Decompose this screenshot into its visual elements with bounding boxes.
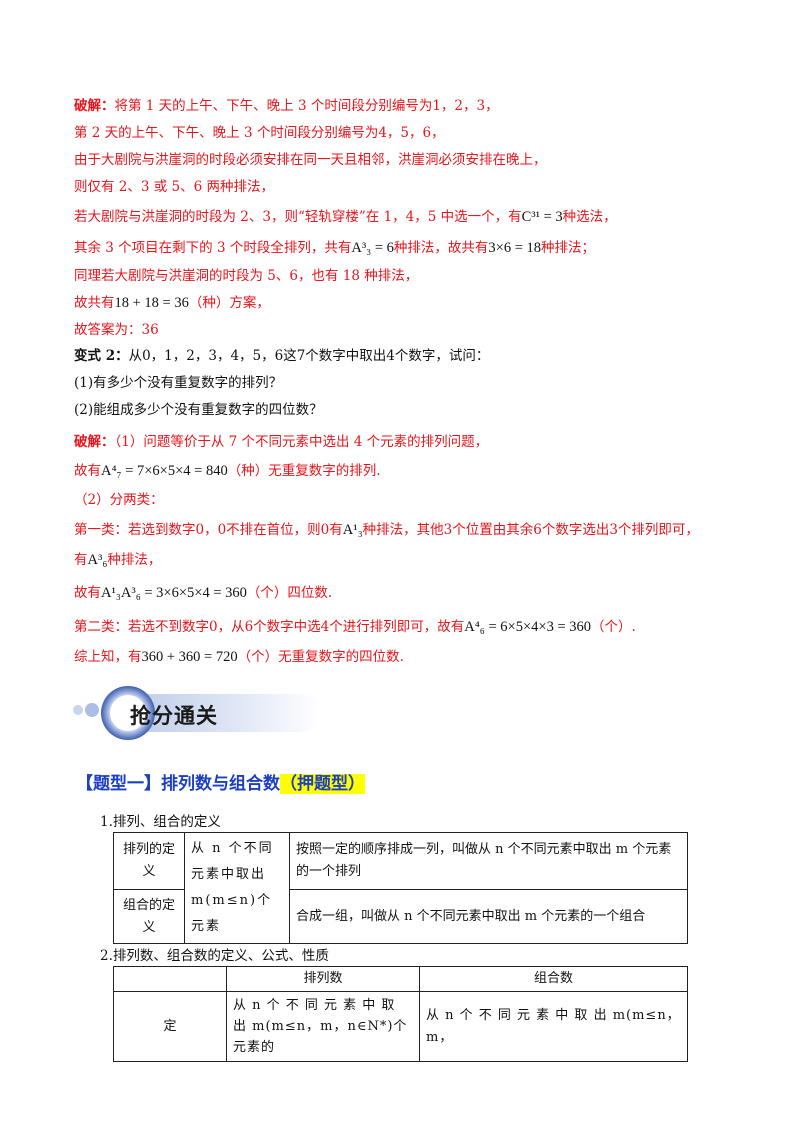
solution1-line2: 第 2 天的上午、下午、晚上 3 个时间段分别编号为4，5，6， (74, 125, 445, 141)
solution1-line5: 若大剧院与洪崖洞的时段为 2、3，则“轻轨穿楼”在 1，4，5 中选一个，有C³… (74, 209, 617, 225)
formula: 18 + 18 = 36 (114, 295, 189, 311)
solution1-line6: 其余 3 个项目在剩下的 3 个时段全排列，共有A³₃ = 6种排法，故共有3×… (74, 240, 596, 256)
solution-label: 破解： (74, 98, 115, 114)
formula-table: 排列数 组合数 定 从 n 个 不 同 元 素 中 取 出 m(m≤n，m，n∈… (113, 966, 688, 1062)
solution2-line1: 破解：（1）问题等价于从 7 个不同元素中选出 4 个元素的排列问题， (74, 434, 489, 450)
table-cell: 定 (113, 991, 227, 1062)
variant2-line: 变式 2：从0，1，2，3，4，5，6这7个数字中取出4个数字，试问： (74, 348, 490, 364)
solution2-line7: 第二类：若选不到数字0，从6个数字中选4个进行排列即可，故有A⁴₆ = 6×5×… (74, 619, 636, 635)
solution1-line3: 由于大剧院与洪崖洞的时段必须安排在同一天且相邻，洪崖洞必须安排在晚上， (74, 152, 547, 168)
highlight-tag: （押题型） (280, 774, 365, 794)
formula: A³₃ = 6 (351, 240, 394, 256)
formula: A¹₃ (342, 522, 363, 538)
table-cell: 按照一定的顺序排成一列，叫做从 n 个不同元素中取出 m 个元素的一个排列 (289, 831, 688, 891)
solution-label: 破解： (74, 434, 115, 450)
formula: A³₆ (87, 552, 108, 568)
solution1-line4: 则仅有 2、3 或 5、6 两种排法， (74, 179, 275, 195)
solution1-answer: 故答案为：36 (74, 322, 159, 338)
table-row: 排列数 组合数 (113, 966, 688, 992)
table-cell (113, 966, 227, 992)
table-row: 组合的定义 合成一组，叫做从 n 个不同元素中取出 m 个元素的一个组合 (113, 889, 688, 944)
table-cell: 合成一组，叫做从 n 个不同元素中取出 m 个元素的一个组合 (289, 889, 688, 944)
solution2-line6: 故有A¹₃A³₆ = 3×6×5×4 = 360（个）四位数. (74, 585, 333, 601)
solution1-line1: 破解：将第 1 天的上午、下午、晚上 3 个时间段分别编号为1，2，3， (74, 98, 499, 114)
solution1-line7: 同理若大剧院与洪崖洞的时段为 5、6，也有 18 种排法， (74, 268, 419, 284)
section-title: 【题型一】排列数与组合数（押题型） (76, 774, 365, 794)
table-cell: 从 n 个 不 同 元 素 中 取 出 m(m≤n，m，n∈N*)个元素的 (226, 991, 420, 1062)
table-cell: 组合数 (419, 966, 688, 992)
table1-caption: 1.排列、组合的定义 (100, 814, 221, 830)
formula: A⁴₆ = 6×5×4×3 = 360 (464, 619, 592, 635)
definition-table: 排列的定义 从 n 个不同元素中取出 m(m≤n)个元素 按照一定的顺序排成一列… (113, 831, 688, 944)
solution2-line2: 故有A⁴₇ = 7×6×5×4 = 840（种）无重复数字的排列. (74, 463, 381, 479)
table-row: 排列的定义 从 n 个不同元素中取出 m(m≤n)个元素 按照一定的顺序排成一列… (113, 831, 688, 944)
banner-title: 抢分通关 (130, 704, 218, 728)
formula: A⁴₇ = 7×6×5×4 = 840 (101, 463, 228, 479)
solution1-line8: 故共有18 + 18 = 36（种）方案， (74, 295, 270, 311)
solution2-line4: 第一类：若选到数字0，0不排在首位，则0有A¹₃种排法，其他3个位置由其余6个数… (74, 522, 699, 538)
variant-label: 变式 2： (74, 348, 129, 364)
variant2-question1: (1)有多少个没有重复数字的排列？ (74, 375, 283, 391)
table-cell: 排列数 (226, 966, 420, 992)
table2-caption: 2.排列数、组合数的定义、公式、性质 (100, 948, 329, 964)
formula: 3×6 = 18 (488, 240, 542, 256)
table-row: 定 从 n 个 不 同 元 素 中 取 出 m(m≤n，m，n∈N*)个元素的 … (113, 991, 688, 1062)
solution2-line5: 有A³₆种排法， (74, 552, 162, 568)
formula: A¹₃A³₆ = 3×6×5×4 = 360 (101, 585, 247, 601)
table-cell: 从 n 个不同元素中取出 m(m≤n)个元素 (184, 832, 290, 944)
solution2-line3: （2）分两类： (74, 492, 164, 508)
table-cell: 排列的定义 (113, 831, 185, 891)
formula: C³¹ = 3 (521, 209, 563, 225)
solution2-line8: 综上知，有360 + 360 = 720（个）无重复数字的四位数. (74, 649, 404, 665)
table-cell: 从 n 个 不 同 元 素 中 取 出 m(m≤n， m， (419, 991, 688, 1062)
variant2-question2: (2)能组成多少个没有重复数字的四位数？ (74, 402, 323, 418)
formula: 360 + 360 = 720 (141, 649, 238, 665)
banner-graphic (73, 686, 320, 740)
table-cell: 组合的定义 (113, 889, 185, 944)
